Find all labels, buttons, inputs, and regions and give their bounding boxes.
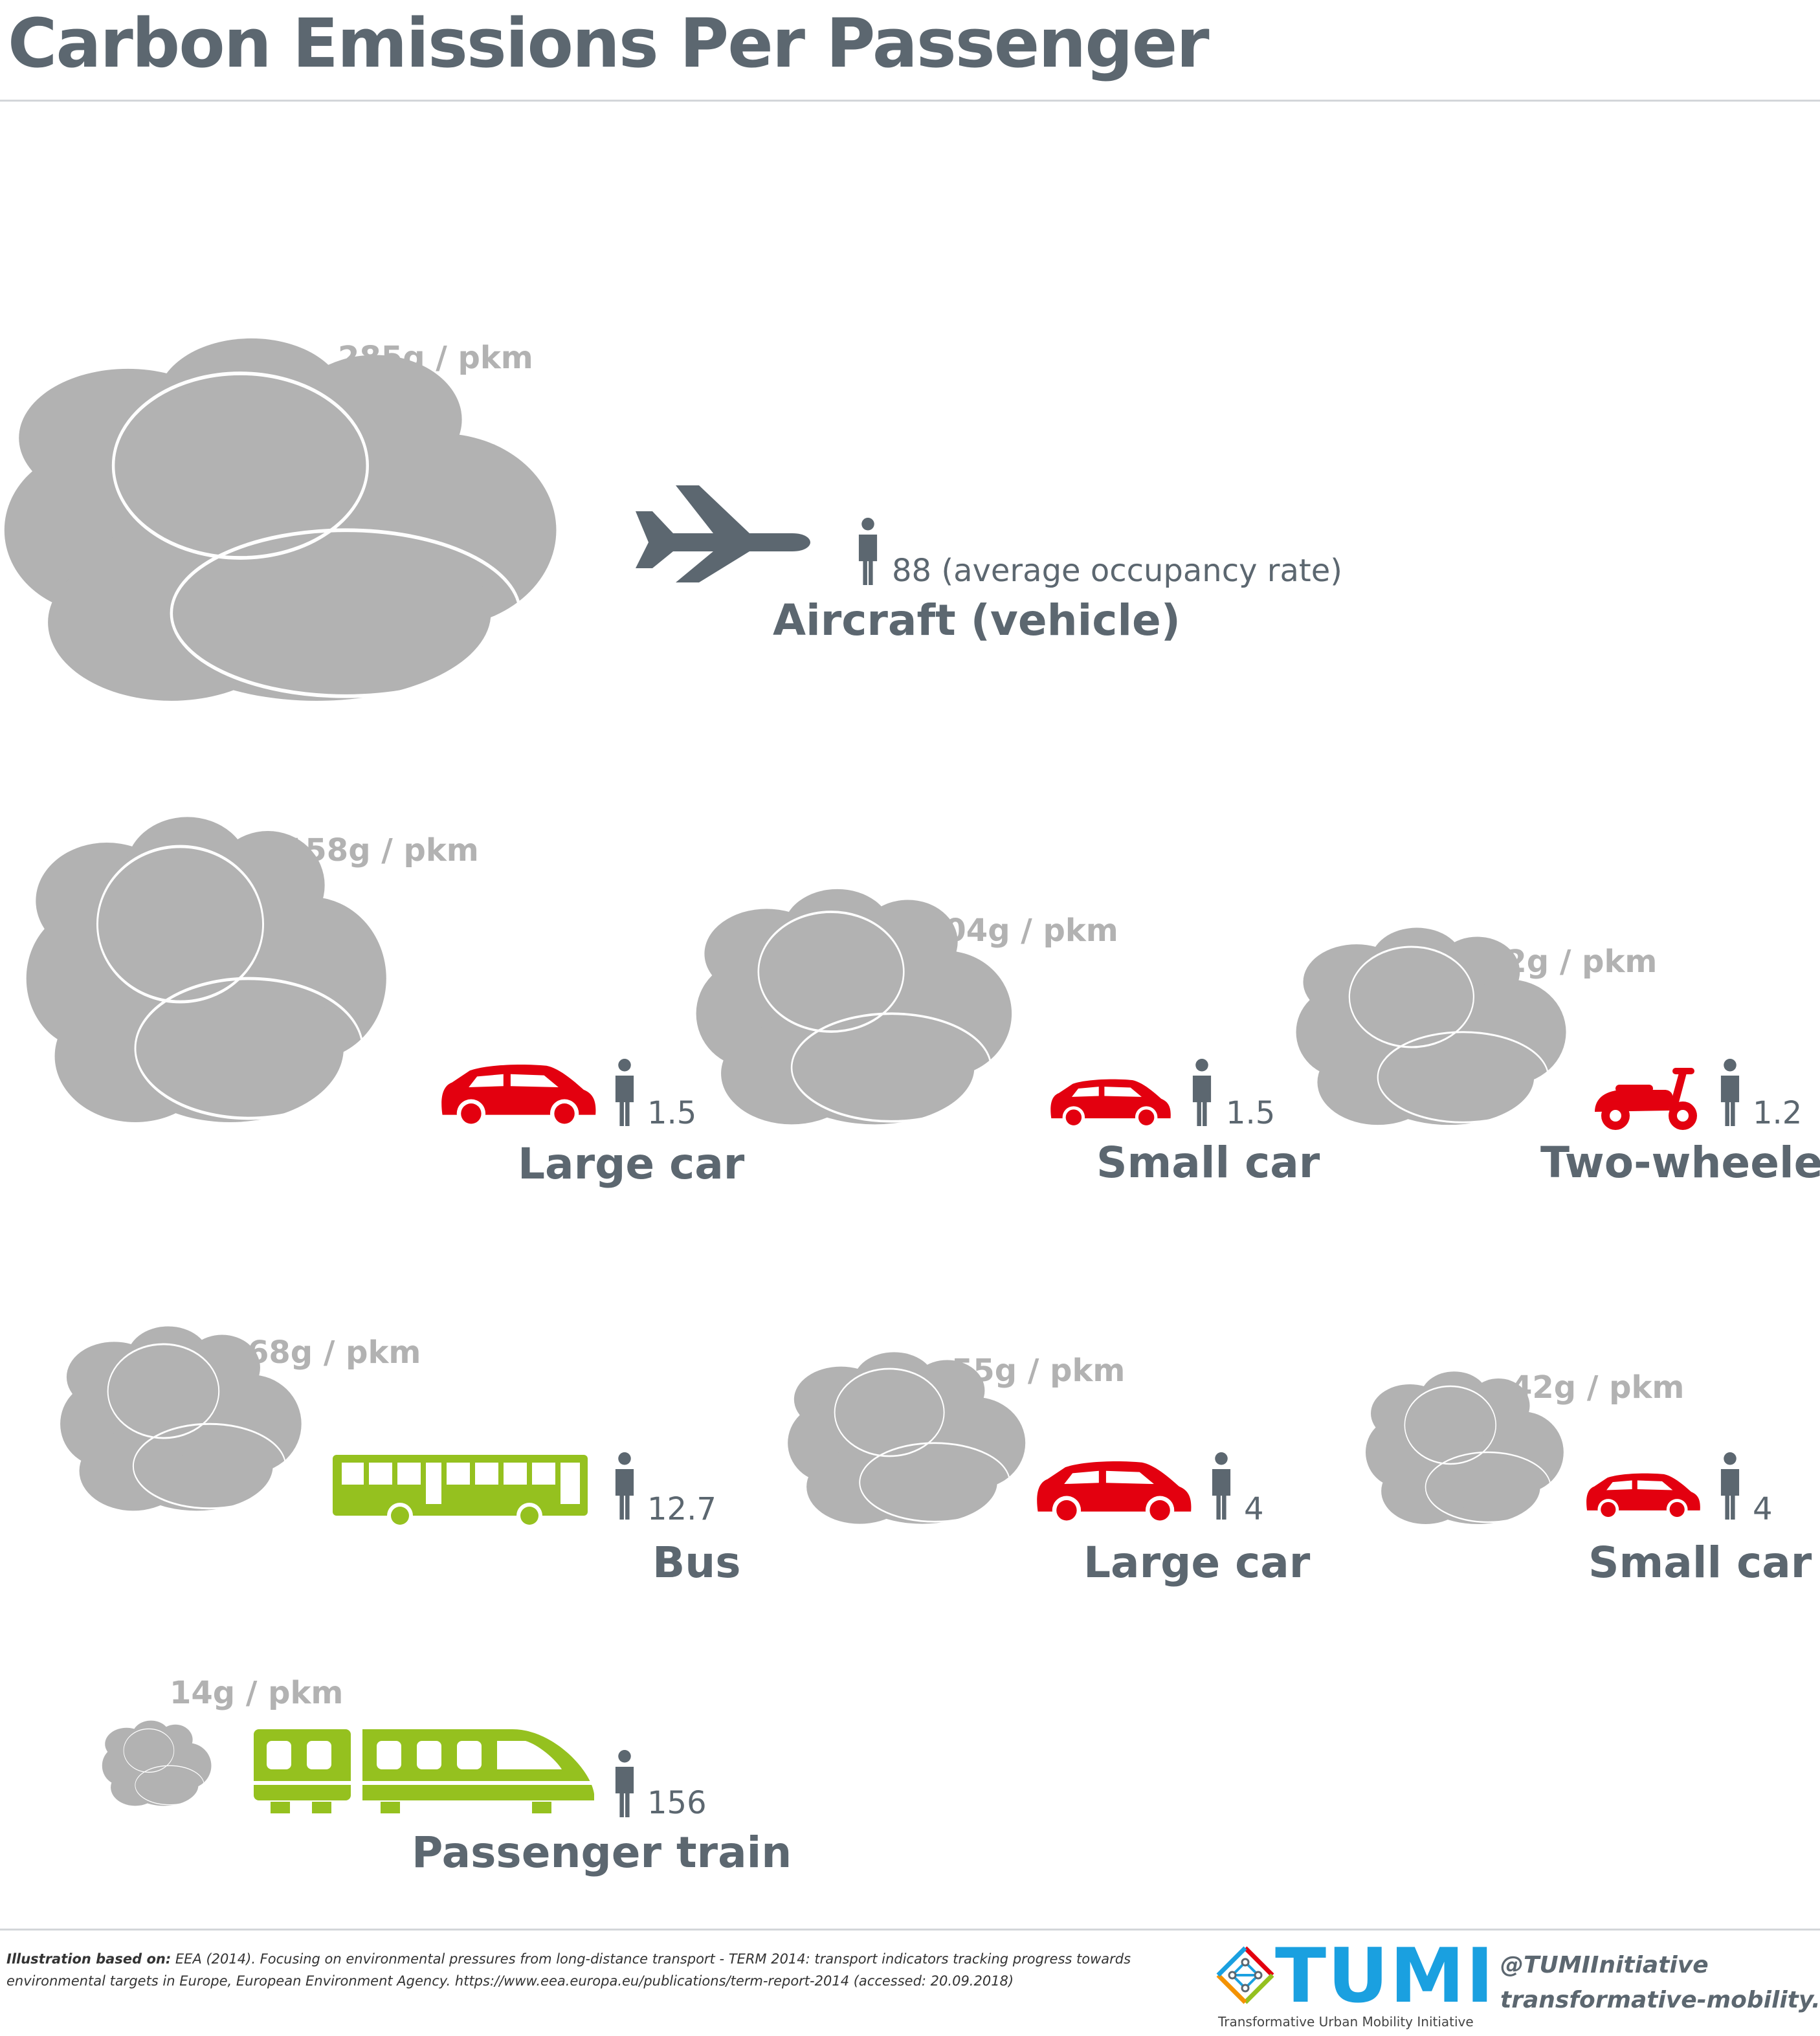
bus-icon (333, 1455, 588, 1529)
airplane-icon (636, 485, 810, 582)
emission-value: 42g / pkm (1511, 1369, 1685, 1406)
title-divider (0, 100, 1820, 102)
car-icon (1586, 1473, 1700, 1520)
emission-value: 14g / pkm (170, 1675, 344, 1711)
page-title: Carbon Emissions Per Passenger (8, 4, 1210, 83)
emission-value: 72g / pkm (1483, 944, 1658, 980)
mode-name: Bus (652, 1538, 741, 1588)
person-icon (858, 518, 878, 585)
mode-name: Large car (1083, 1538, 1311, 1588)
website-link[interactable]: transformative-mobility.org (1500, 1987, 1820, 2013)
car-icon (1037, 1461, 1192, 1525)
emission-value: 104g / pkm (923, 913, 1118, 949)
person-icon (615, 1059, 634, 1126)
brand-subtitle: Transformative Urban Mobility Initiative (1218, 2014, 1474, 2030)
person-icon (1720, 1059, 1740, 1126)
scooter-icon (1595, 1068, 1697, 1130)
source-citation: Illustration based on: EEA (2014). Focus… (6, 1948, 1171, 1992)
mode-name: Two-wheeler (1540, 1138, 1820, 1188)
emission-value: 68g / pkm (247, 1334, 421, 1371)
occupancy-rate: 4 (1753, 1491, 1773, 1527)
mode-name: Aircraft (vehicle) (773, 595, 1181, 645)
emission-cloud (102, 1720, 212, 1806)
source-label: Illustration based on: (6, 1951, 172, 1967)
mode-name: Small car (1096, 1138, 1320, 1188)
social-handle-link[interactable]: @TUMIInitiative (1500, 1952, 1709, 1978)
occupancy-rate: 156 (647, 1785, 707, 1821)
footer-divider (0, 1929, 1820, 1931)
person-icon (615, 1452, 634, 1520)
occupancy-rate: 1.2 (1753, 1095, 1803, 1131)
car-icon (441, 1065, 596, 1128)
person-icon (1720, 1452, 1740, 1520)
mode-name: Passenger train (412, 1828, 792, 1877)
emission-cloud (12, 337, 607, 705)
emission-value: 285g / pkm (338, 340, 533, 376)
occupancy-rate: 4 (1244, 1491, 1264, 1527)
occupancy-rate: 12.7 (647, 1491, 716, 1527)
train-icon (254, 1729, 594, 1813)
occupancy-rate: 1.5 (1226, 1095, 1276, 1131)
emission-value: 55g / pkm (951, 1353, 1126, 1389)
source-text: EEA (2014). Focusing on environmental pr… (6, 1951, 1131, 1989)
occupancy-rate: 88 (average occupancy rate) (892, 553, 1342, 589)
mode-name: Small car (1588, 1538, 1812, 1588)
person-icon (1212, 1452, 1231, 1520)
mode-name: Large car (518, 1139, 745, 1189)
occupancy-rate: 1.5 (647, 1095, 697, 1131)
car-icon (1050, 1079, 1171, 1129)
person-icon (615, 1750, 634, 1817)
emission-value: 158g / pkm (283, 832, 479, 869)
brand-name: TUMI (1275, 1932, 1495, 2020)
tumi-logo-icon (1216, 1946, 1274, 2004)
social-links: @TUMIInitiative transformative-mobility.… (1500, 1948, 1820, 2018)
person-icon (1192, 1059, 1212, 1126)
